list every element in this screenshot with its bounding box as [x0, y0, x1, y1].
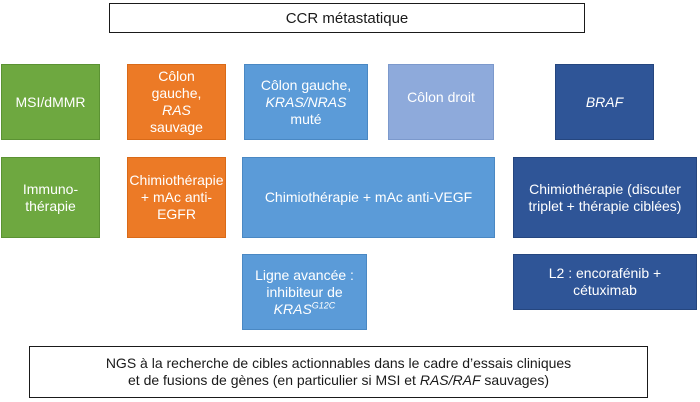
colon-gauche-ras-text: Côlon gauche, RAS sauvage: [134, 68, 219, 136]
title-text: CCR métastatique: [285, 9, 409, 27]
chimio-egfr-text: Chimiothérapie + mAc anti-EGFR: [129, 172, 224, 222]
colon-droit-text: Côlon droit: [407, 89, 475, 105]
colon-gauche-ras-box: Côlon gauche, RAS sauvage: [127, 64, 226, 140]
ngs-box: NGS à la recherche de cibles actionnable…: [29, 346, 648, 398]
l2-box: L2 : encorafénib + cétuximab: [513, 254, 697, 310]
l2-text: L2 : encorafénib + cétuximab: [548, 265, 662, 298]
colon-gauche-kras-text: Côlon gauche, KRAS/NRAS muté: [261, 77, 351, 128]
ngs-line2c: sauvages): [484, 372, 549, 388]
ras-italic: RAS: [162, 102, 191, 118]
chimio-vegf-box: Chimiothérapie + mAc anti-VEGF: [242, 157, 495, 238]
title-box: CCR métastatique: [109, 3, 585, 33]
msi-box: MSI/dMMR: [1, 64, 100, 140]
msi-text: MSI/dMMR: [15, 93, 86, 110]
colon-gauche-kras-box: Côlon gauche, KRAS/NRAS muté: [244, 64, 368, 140]
ligne-avancee-line: Ligne avancée : inhibiteur de: [255, 266, 354, 300]
kras-nras-italic: KRAS/NRAS: [265, 93, 347, 110]
immuno-box: Immuno-thérapie: [1, 157, 100, 238]
colon-gauche-ras-line3: sauvage: [150, 119, 203, 135]
ngs-line1: NGS à la recherche de cibles actionnable…: [105, 355, 572, 371]
kras-italic: KRAS: [273, 300, 312, 317]
chimio-egfr-box: Chimiothérapie + mAc anti-EGFR: [127, 157, 226, 238]
colon-gauche-kras-line1: Côlon gauche,: [260, 76, 352, 93]
chimio-braf-text: Chimiothérapie (discuter triplet + théra…: [528, 180, 682, 214]
ngs-text: NGS à la recherche de cibles actionnable…: [106, 355, 571, 389]
chimio-vegf-text: Chimiothérapie + mAc anti-VEGF: [264, 189, 473, 205]
ligne-avancee-box: Ligne avancée : inhibiteur de KRASG12C: [242, 254, 367, 330]
chimio-braf-box: Chimiothérapie (discuter triplet + théra…: [513, 157, 697, 238]
braf-box: BRAF: [555, 64, 654, 140]
ras-raf-italic: RAS/RAF: [419, 372, 481, 388]
ligne-avancee-text: Ligne avancée : inhibiteur de KRASG12C: [249, 267, 360, 318]
braf-text: BRAF: [585, 93, 624, 110]
colon-droit-box: Côlon droit: [388, 64, 494, 140]
immuno-text: Immuno-thérapie: [22, 180, 79, 214]
colon-gauche-kras-line3: muté: [290, 110, 322, 127]
colon-gauche-ras-line1: Côlon gauche,: [151, 68, 202, 101]
ngs-line2a: et de fusions de gènes (en particulier s…: [128, 372, 416, 388]
g12c-superscript: G12C: [311, 299, 336, 310]
